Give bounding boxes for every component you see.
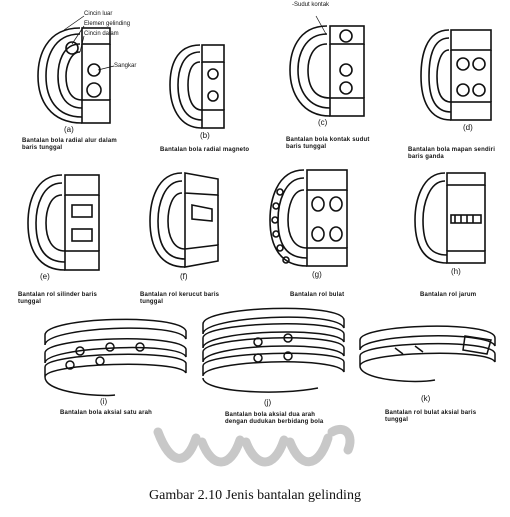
callout-inner-ring: Cincin dalam — [84, 31, 119, 37]
figure-h: (h) — [405, 165, 500, 280]
figure-caption: Bantalan rol silinder baris tunggal — [18, 292, 98, 305]
watermark-logo — [153, 424, 355, 467]
figure-letter: (b) — [200, 131, 210, 140]
figure-b: (b) — [160, 40, 250, 140]
figure-letter: (d) — [463, 123, 473, 132]
figure-k: (k) — [355, 318, 500, 406]
bearing-j-drawing — [202, 307, 345, 393]
bearing-a-drawing — [37, 15, 115, 124]
figure-caption: Bantalan bola mapan sendiri baris ganda — [408, 147, 496, 160]
figure-caption: Bantalan rol bulat — [290, 292, 345, 298]
figure-letter: (c) — [318, 118, 328, 127]
bearing-k-drawing — [359, 325, 496, 383]
figure-letter: (e) — [40, 272, 50, 281]
main-caption: Gambar 2.10 Jenis bantalan gelinding — [149, 488, 361, 503]
figure-letter: (h) — [451, 267, 461, 276]
figure-j: (j) — [198, 298, 348, 410]
figure-i: (i) — [40, 305, 190, 410]
figure-letter: (g) — [312, 270, 322, 279]
callout-outer-ring: Cincin luar — [84, 11, 113, 17]
bearing-h-drawing — [414, 172, 486, 264]
callout-cage: Sangkar — [114, 63, 137, 69]
bearing-i-drawing — [44, 318, 187, 397]
figure-caption: Bantalan rol bulat aksial baris tunggal — [385, 410, 477, 423]
figure-caption: Bantalan bola radial alur dalam baris tu… — [22, 138, 117, 151]
figure-caption: Bantalan bola radial magneto — [160, 147, 250, 153]
bearing-e-drawing — [27, 174, 100, 271]
figure-letter: (i) — [100, 397, 108, 406]
callout-contact-angle: -Sudut kontak — [292, 2, 330, 8]
figure-c: -Sudut kontak (c) — [282, 2, 392, 128]
figure-d: (d) — [415, 20, 505, 135]
callout-contact-angle-text: Sudut kontak — [294, 2, 330, 8]
bearing-f-drawing — [149, 172, 219, 268]
figure-caption: Bantalan bola aksial dua arah dengan dud… — [225, 412, 324, 425]
bearing-b-drawing — [169, 44, 225, 129]
figure-letter: (a) — [64, 125, 74, 134]
bearing-g-drawing — [269, 169, 348, 267]
figure-letter: (f) — [180, 272, 188, 281]
figure-f: (f) — [140, 165, 240, 285]
bearing-d-drawing — [420, 29, 492, 121]
figure-caption: Bantalan rol kerucut baris tunggal — [140, 292, 220, 305]
figure-letter: (j) — [264, 398, 272, 407]
figure-a: Cincin luar Elemen gelinding Cincin dala… — [20, 8, 150, 138]
figure-g: (g) — [262, 162, 372, 282]
figure-caption: Bantalan bola kontak sudut baris tunggal — [286, 137, 370, 150]
figure-e: (e) — [20, 165, 130, 285]
figure-caption: Bantalan bola aksial satu arah — [60, 410, 153, 416]
figure-letter: (k) — [421, 394, 431, 403]
bearing-c-drawing — [289, 15, 365, 117]
figure-caption: Bantalan rol jarum — [420, 292, 477, 298]
callout-rolling-element: Elemen gelinding — [84, 21, 131, 27]
